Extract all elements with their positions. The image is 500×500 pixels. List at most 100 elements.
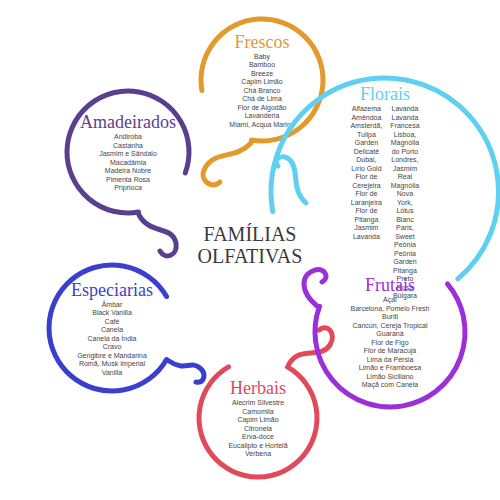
family-heading: Frutais bbox=[365, 274, 415, 296]
fragrance-name: Macadâmia bbox=[110, 159, 146, 168]
fragrance-name: Camomila bbox=[242, 408, 274, 417]
fragrance-list: AndirobaCastanhaJasmim e SândaloMacadâmi… bbox=[99, 133, 157, 193]
fragrance-name: Vanilla bbox=[102, 369, 123, 378]
fragrance-name: Cancún, Cereja Tropical bbox=[352, 322, 427, 331]
circle-ring bbox=[201, 19, 323, 141]
fragrance-name: Limão e Framboesa bbox=[359, 364, 421, 373]
fragrance-name: Amêndoa bbox=[351, 114, 381, 123]
family-circle: EspeciariasÂmbarBlack VanillaCaféCanelaC… bbox=[46, 262, 178, 394]
fragrance-name: Flor de Maracujá bbox=[364, 347, 417, 356]
fragrance-column: BabyBambooBreezeCapim LimãoChá BrancoChá… bbox=[229, 53, 294, 130]
circle-content: EspeciariasÂmbarBlack VanillaCaféCanelaC… bbox=[71, 279, 153, 378]
fragrance-column: Alecrim SilvestreCamomilaCapim LimãoCitr… bbox=[228, 399, 287, 459]
fragrance-name: Delicatê bbox=[354, 148, 379, 157]
fragrance-name: Flor de Cerejeira bbox=[350, 173, 382, 190]
fragrance-name: Lima da Pérsia bbox=[367, 356, 414, 365]
fragrance-name: Guaraná bbox=[376, 330, 403, 339]
fragrance-name: Capim Limão bbox=[241, 78, 282, 87]
fragrance-column: AndirobaCastanhaJasmim e SândaloMacadâmi… bbox=[99, 133, 157, 193]
fragrance-name: Barcelona, Pomelo Fresh bbox=[351, 305, 430, 314]
fragrance-list: Alecrim SilvestreCamomilaCapim LimãoCitr… bbox=[228, 399, 287, 459]
fragrance-name: Baby bbox=[254, 53, 270, 62]
swirl-tail bbox=[139, 215, 176, 256]
circle-content: HerbaisAlecrim SilvestreCamomilaCapim Li… bbox=[228, 377, 287, 459]
fragrance-name: Limão Siciliano bbox=[366, 373, 413, 382]
fragrance-name: Jasmim e Sândalo bbox=[99, 150, 157, 159]
fragrance-name: Verbena bbox=[245, 450, 271, 459]
fragrance-name: Lavanderia bbox=[245, 112, 280, 121]
circle-ring bbox=[315, 284, 465, 407]
family-heading: Herbais bbox=[230, 377, 286, 399]
circle-content: FrescosBabyBambooBreezeCapim LimãoChá Br… bbox=[229, 31, 294, 130]
swirl-tail bbox=[289, 328, 332, 364]
fragrance-name: Miami, Acqua Marine bbox=[229, 121, 294, 130]
swirl-tail bbox=[169, 361, 204, 382]
diagram-title: FAMÍLIAS OLFATIVAS bbox=[180, 223, 320, 267]
family-heading: Amadeirados bbox=[80, 111, 176, 133]
fragrance-name: Chá Branco bbox=[244, 87, 281, 96]
fragrance-list: AlfazemaAmêndoaAmsterdã, Tulipa GardenDe… bbox=[350, 105, 419, 301]
fragrance-name: Flor de Figo bbox=[371, 339, 408, 348]
fragrance-name: Londres, Jasmim Real bbox=[390, 156, 419, 182]
fragrance-name: Lavanda bbox=[353, 233, 380, 242]
fragrance-name: Magnólia bbox=[391, 182, 419, 191]
circle-content: FrutaisAçaíBarcelona, Pomelo FreshBuriti… bbox=[351, 274, 430, 390]
fragrance-name: Canela da Índia bbox=[87, 335, 136, 344]
circle-ring bbox=[67, 91, 189, 213]
circle-content: FloraisAlfazemaAmêndoaAmsterdã, Tulipa G… bbox=[350, 83, 419, 301]
fragrance-name: Alecrim Silvestre bbox=[232, 399, 284, 408]
fragrance-name: Eucalipto e Hortelã bbox=[228, 442, 287, 451]
fragrance-name: Black Vanilla bbox=[92, 309, 132, 318]
circle-ring bbox=[271, 78, 499, 279]
fragrance-name: Citronela bbox=[244, 425, 272, 434]
fragrance-name: Canela bbox=[101, 326, 123, 335]
swirl-tail bbox=[203, 143, 251, 185]
circle-content: AmadeiradosAndirobaCastanhaJasmim e Sând… bbox=[80, 111, 176, 193]
fragrance-name: Nova York, Lótus Blanc bbox=[390, 190, 419, 224]
swirl-tail bbox=[276, 157, 306, 203]
fragrance-name: Lavanda bbox=[392, 105, 419, 114]
fragrance-name: Erva-doce bbox=[242, 433, 274, 442]
fragrance-column: LavandaLavanda FrancesaLisboa, Magnólia … bbox=[390, 105, 419, 301]
family-heading: Florais bbox=[360, 83, 410, 105]
fragrance-name: Andiroba bbox=[114, 133, 142, 142]
fragrance-name: Chá de Lima bbox=[242, 95, 282, 104]
fragrance-name: Jasmim bbox=[354, 224, 378, 233]
fragrance-name: Amsterdã, Tulipa Garden bbox=[350, 122, 382, 148]
circle-ring bbox=[199, 367, 317, 477]
fragrance-column: AlfazemaAmêndoaAmsterdã, Tulipa GardenDe… bbox=[350, 105, 382, 301]
family-circle: AmadeiradosAndirobaCastanhaJasmim e Sând… bbox=[64, 88, 192, 216]
fragrance-name: Romã, Musk Imperial bbox=[79, 360, 145, 369]
fragrance-name: Castanha bbox=[113, 142, 143, 151]
fragrance-name: Priprioca bbox=[114, 184, 142, 193]
fragrance-name: Flor de Algodão bbox=[237, 104, 286, 113]
fragrance-list: BabyBambooBreezeCapim LimãoChá BrancoChá… bbox=[229, 53, 294, 130]
fragrance-name: Madeira Nobre bbox=[105, 167, 151, 176]
fragrance-name: Lavanda Francesa bbox=[390, 114, 419, 131]
fragrance-name: Flor de Pitanga bbox=[350, 207, 382, 224]
family-heading: Especiarias bbox=[71, 279, 153, 301]
fragrance-name: Gengibre e Mandarina bbox=[77, 352, 147, 361]
family-heading: Frescos bbox=[234, 31, 289, 53]
fragrance-name: Bamboo bbox=[249, 61, 275, 70]
circle-ring bbox=[49, 265, 167, 391]
fragrance-name: Flor de Laranjeira bbox=[350, 190, 382, 207]
circle-outline bbox=[268, 75, 500, 309]
family-circle: FrescosBabyBambooBreezeCapim LimãoChá Br… bbox=[198, 16, 326, 144]
fragrance-name: Capim Limão bbox=[237, 416, 278, 425]
fragrance-name: Pimenta Rosa bbox=[106, 176, 150, 185]
fragrance-list: AçaíBarcelona, Pomelo FreshBuritiCancún,… bbox=[351, 296, 430, 390]
family-circle: HerbaisAlecrim SilvestreCamomilaCapim Li… bbox=[196, 356, 320, 480]
family-circle: FloraisAlfazemaAmêndoaAmsterdã, Tulipa G… bbox=[268, 75, 500, 309]
fragrance-name: Âmbar bbox=[102, 301, 123, 310]
fragrance-name: Alfazema bbox=[352, 105, 381, 114]
fragrance-list: ÂmbarBlack VanillaCaféCanelaCanela da Ín… bbox=[77, 301, 147, 378]
fragrance-name: Maçã com Canela bbox=[362, 381, 418, 390]
fragrance-name: Café bbox=[105, 318, 120, 327]
fragrance-name: Dubai, Lírio Gold bbox=[350, 156, 382, 173]
fragrance-name: Lisboa, Magnólia do Porto bbox=[390, 131, 419, 157]
fragrance-column: AçaíBarcelona, Pomelo FreshBuritiCancún,… bbox=[351, 296, 430, 390]
fragrance-name: Açaí bbox=[383, 296, 397, 305]
fragrance-name: Peônia Garden bbox=[390, 250, 419, 267]
